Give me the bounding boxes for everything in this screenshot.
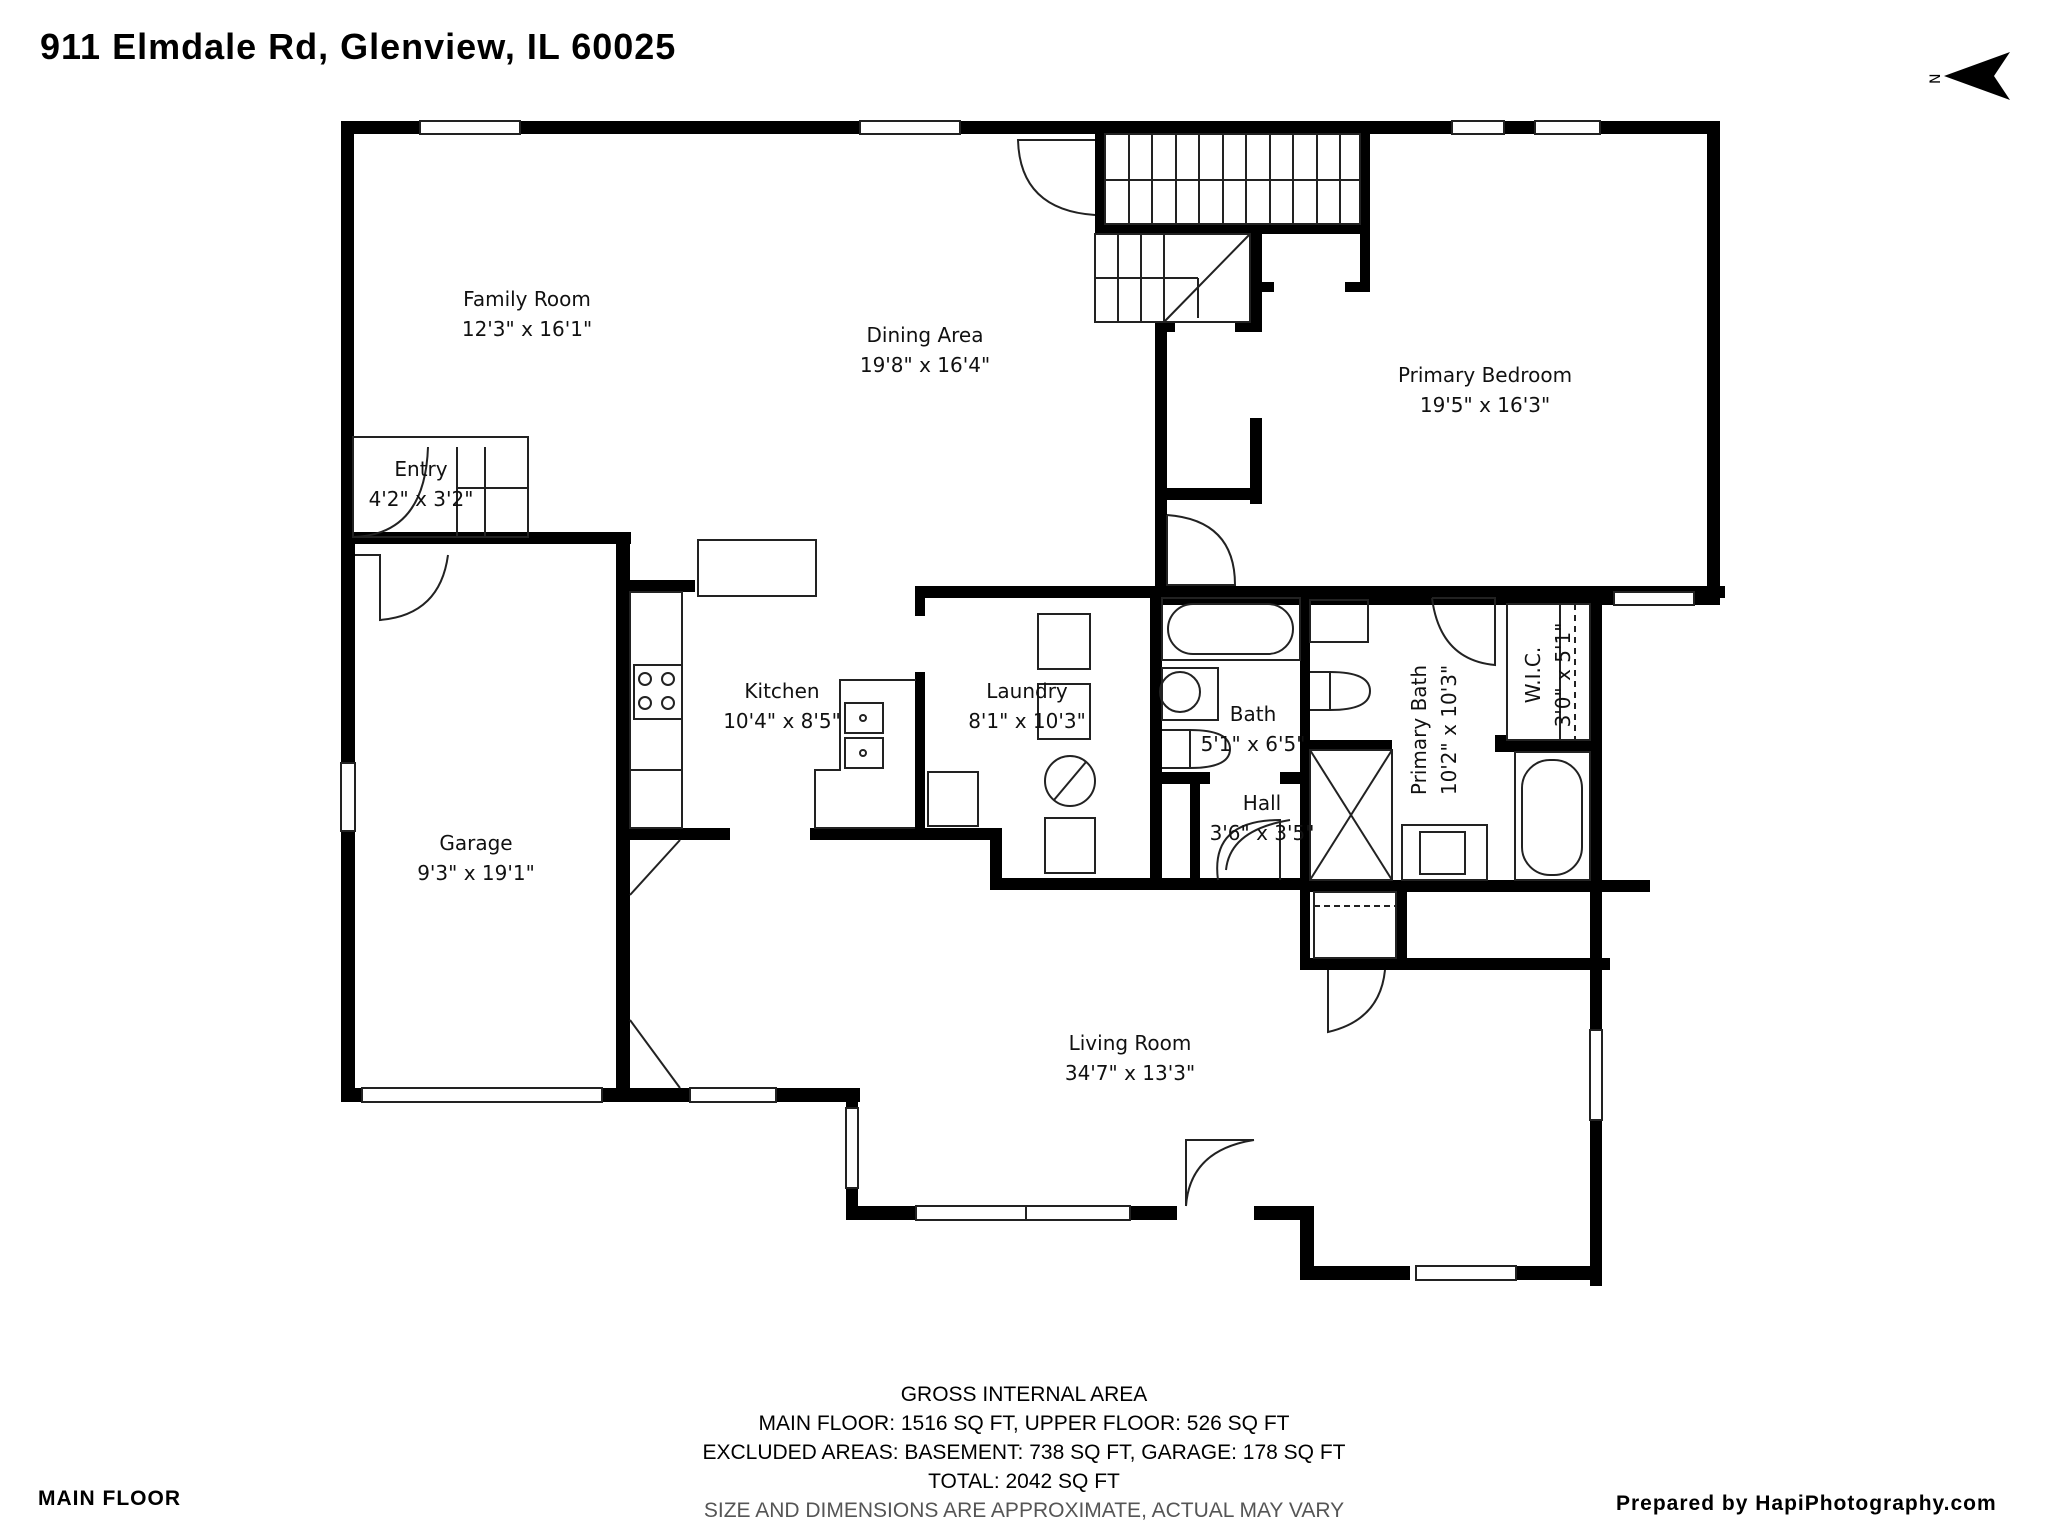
room-dimensions: 4'2" x 3'2" (368, 487, 474, 511)
room-entry: Entry 4'2" x 3'2" (369, 454, 474, 514)
north-arrow-icon: N (1928, 48, 2018, 104)
area-excluded: EXCLUDED AREAS: BASEMENT: 738 SQ FT, GAR… (702, 1441, 1346, 1464)
compass-label: N (1928, 74, 1944, 84)
area-floors: MAIN FLOOR: 1516 SQ FT, UPPER FLOOR: 526… (758, 1412, 1290, 1435)
room-living-room: Living Room 34'7" x 13'3" (1065, 1028, 1195, 1088)
room-name: Family Room (463, 287, 591, 311)
room-hall: Hall 3'6" x 3'5" (1210, 788, 1315, 848)
prepared-by-credit: Prepared by HapiPhotography.com (1616, 1492, 1997, 1515)
room-garage: Garage 9'3" x 19'1" (417, 828, 535, 888)
room-family-room: Family Room 12'3" x 16'1" (462, 284, 592, 344)
room-bath: Bath 5'1" x 6'5" (1201, 699, 1306, 759)
room-name: Hall (1242, 791, 1282, 815)
room-name: Dining Area (866, 323, 984, 347)
room-dimensions: 8'1" x 10'3" (968, 709, 1086, 733)
room-name: Living Room (1068, 1031, 1192, 1055)
area-heading: GROSS INTERNAL AREA (900, 1383, 1148, 1406)
room-dimensions: 10'2" x 10'3" (1437, 664, 1461, 796)
room-laundry: Laundry 8'1" x 10'3" (968, 676, 1086, 736)
property-address: 911 Elmdale Rd, Glenview, IL 60025 (40, 26, 677, 67)
room-name: Primary Bath (1407, 664, 1431, 796)
room-name: Entry (394, 457, 448, 481)
area-summary: GROSS INTERNAL AREA MAIN FLOOR: 1516 SQ … (0, 1380, 2048, 1525)
area-total: TOTAL: 2042 SQ FT (928, 1470, 1120, 1493)
room-name: Bath (1229, 702, 1277, 726)
room-name: Primary Bedroom (1397, 363, 1573, 387)
room-dimensions: 19'5" x 16'3" (1419, 393, 1551, 417)
room-dimensions: 5'1" x 6'5" (1200, 732, 1306, 756)
room-name: Kitchen (744, 679, 820, 703)
room-dimensions: 3'6" x 3'5" (1209, 821, 1315, 845)
room-kitchen: Kitchen 10'4" x 8'5" (723, 676, 841, 736)
walls (341, 121, 1725, 1286)
room-dimensions: 10'4" x 8'5" (723, 709, 841, 733)
room-dimensions: 12'3" x 16'1" (461, 317, 593, 341)
room-dimensions: 9'3" x 19'1" (417, 861, 535, 885)
room-name: Garage (439, 831, 513, 855)
room-name: Laundry (986, 679, 1068, 703)
room-primary-bath: Primary Bath 10'2" x 10'3" (1404, 665, 1464, 795)
room-dimensions: 34'7" x 13'3" (1064, 1061, 1196, 1085)
room-name: W.I.C. (1521, 646, 1545, 704)
fixtures (340, 120, 1695, 1281)
room-primary-bedroom: Primary Bedroom 19'5" x 16'3" (1398, 360, 1572, 420)
room-dimensions: 19'8" x 16'4" (859, 353, 991, 377)
room-wic: W.I.C. 3'0" x 5'1" (1518, 623, 1578, 728)
room-dining-area: Dining Area 19'8" x 16'4" (860, 320, 990, 380)
area-disclaimer: SIZE AND DIMENSIONS ARE APPROXIMATE, ACT… (703, 1499, 1345, 1522)
floor-label: MAIN FLOOR (38, 1487, 181, 1510)
room-dimensions: 3'0" x 5'1" (1551, 622, 1575, 728)
